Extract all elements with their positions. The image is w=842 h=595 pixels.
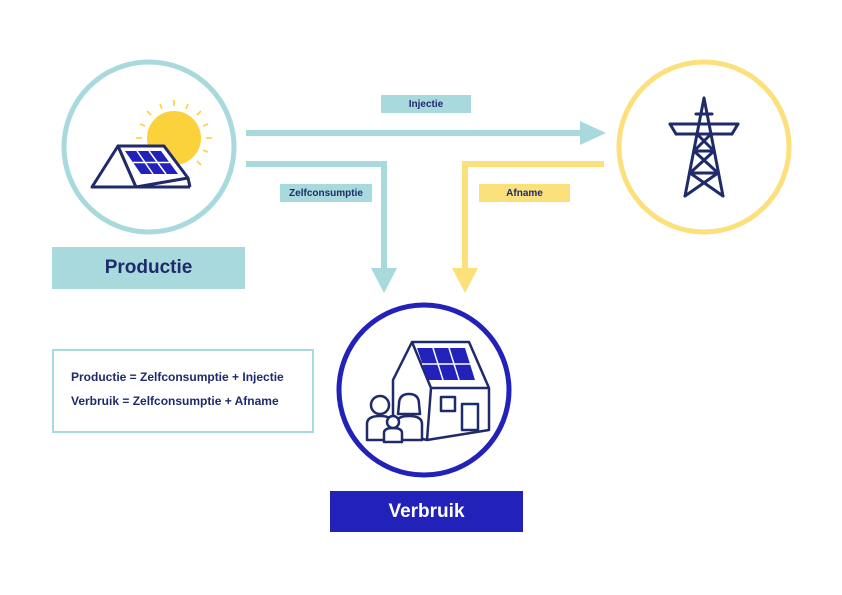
injectie-label: Injectie [381,95,471,113]
productie-formula: Productie = Zelfconsumptie + Injectie [71,370,284,384]
consumption-node [336,302,512,478]
formula-box: Productie = Zelfconsumptie + Injectie Ve… [52,349,314,433]
afname-label: Afname [479,184,570,202]
production-node [61,59,237,235]
verbruik-formula: Verbruik = Zelfconsumptie + Afname [71,394,279,408]
productie-label: Productie [52,247,245,289]
grid-node [616,59,792,235]
solar-panel-roof-icon [90,100,212,189]
afname-arrow [452,161,604,293]
power-pylon-icon [668,96,740,198]
zelfconsumptie-label: Zelfconsumptie [280,184,372,202]
family-icon [365,392,424,444]
verbruik-label: Verbruik [330,491,523,532]
injectie-arrow [246,121,606,145]
family-house-icon [365,340,491,444]
zelfconsumptie-arrow [246,161,397,293]
